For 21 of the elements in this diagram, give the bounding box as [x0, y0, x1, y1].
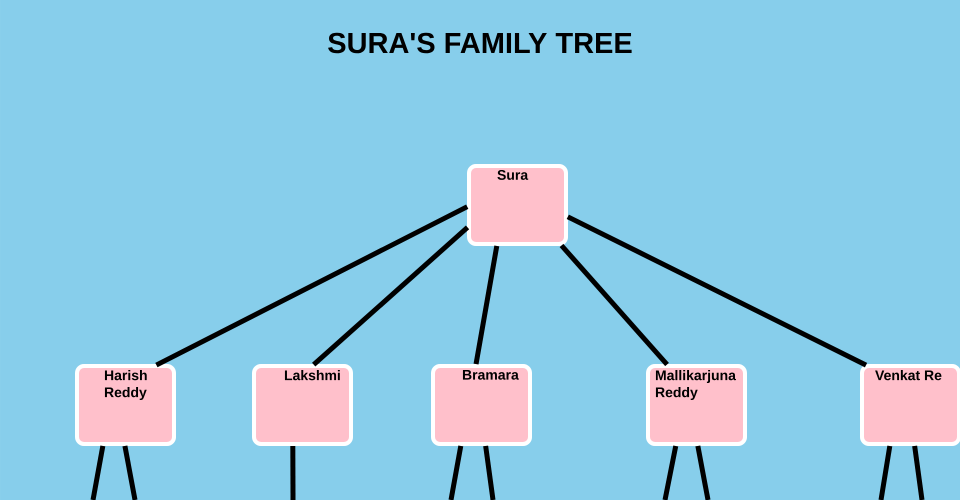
connector-line: [448, 446, 464, 500]
person-box: Bramara: [431, 364, 532, 446]
title: SURA'S FAMILY TREE: [328, 32, 632, 54]
connector-line: [560, 244, 669, 366]
connector-line: [483, 446, 496, 500]
connector-line: [155, 204, 468, 368]
person-box: Sura: [467, 164, 568, 246]
connector-line: [474, 246, 500, 364]
connector-line: [695, 446, 710, 500]
connector-line: [122, 446, 138, 500]
person-box: Lakshmi: [252, 364, 353, 446]
connector-line: [312, 226, 470, 367]
person-box: Mallikarjuna Reddy: [646, 364, 747, 446]
connector-line: [912, 446, 924, 500]
connector-line: [90, 446, 106, 500]
person-box: Harish Reddy: [75, 364, 176, 446]
connector-line: [662, 445, 678, 500]
connector-line: [878, 446, 892, 500]
connector-line: [290, 446, 296, 500]
connector-line: [566, 214, 868, 368]
person-box: Venkat Re: [860, 364, 960, 446]
